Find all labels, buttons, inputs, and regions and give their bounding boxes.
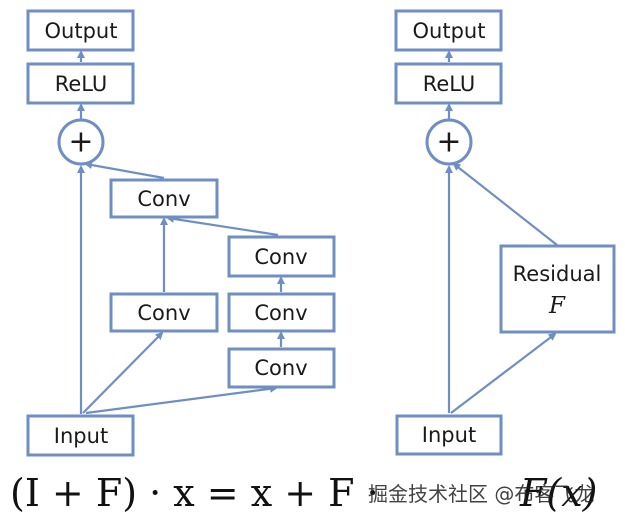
- formula: (I + F) · x = x + F · F(x) 掘金技术社区 @布客飞龙: [10, 471, 597, 515]
- node-conv-mid-left: Conv: [109, 292, 219, 333]
- node-input-label: Input: [54, 424, 108, 448]
- node-residual-label: Residual: [513, 262, 602, 286]
- node-relu-right-label: ReLU: [423, 72, 476, 96]
- node-relu-label: ReLU: [55, 72, 108, 96]
- node-output-right-label: Output: [413, 19, 486, 43]
- formula-right: F(x): [519, 471, 597, 515]
- node-input: Input: [26, 414, 135, 457]
- node-output-right: Output: [394, 9, 503, 52]
- node-add-right: +: [425, 118, 473, 166]
- right-diagram: Output ReLU + Residual F Input: [394, 9, 616, 456]
- node-conv-right-mid-label: Conv: [254, 301, 307, 325]
- node-conv-top: Conv: [109, 178, 219, 219]
- add-icon: +: [436, 125, 461, 160]
- edge-conv-top-to-add: [84, 161, 165, 180]
- watermark: 掘金技术社区 @布客飞龙: [368, 482, 594, 506]
- edge-residual-to-add: [452, 162, 558, 246]
- node-residual-symbol: F: [548, 293, 566, 319]
- node-conv-mid-left-label: Conv: [137, 301, 190, 325]
- node-add: +: [57, 118, 105, 166]
- node-input-right: Input: [395, 414, 503, 456]
- edge-input-to-residual: [450, 332, 557, 414]
- edge-input-to-conv-right-bottom: [85, 384, 278, 415]
- node-conv-right-top-label: Conv: [254, 245, 307, 269]
- node-relu: ReLU: [26, 62, 135, 105]
- node-conv-right-bottom-label: Conv: [254, 356, 307, 380]
- node-conv-right-bottom: Conv: [227, 347, 336, 389]
- node-conv-right-mid: Conv: [227, 292, 336, 333]
- node-input-right-label: Input: [422, 423, 476, 447]
- node-residual: Residual: [499, 244, 616, 334]
- left-diagram: Output ReLU + Conv Conv Conv Conv Conv: [26, 9, 336, 457]
- node-relu-right: ReLU: [394, 62, 503, 105]
- node-conv-top-label: Conv: [137, 187, 190, 211]
- formula-left: (I + F) · x = x + F ·: [10, 471, 379, 515]
- node-conv-right-top: Conv: [227, 235, 336, 278]
- add-icon: +: [68, 125, 93, 160]
- node-output-label: Output: [45, 19, 118, 43]
- edge-conv-right-top-to-conv-top: [166, 214, 279, 237]
- node-output: Output: [26, 9, 135, 52]
- edge-input-to-conv-mid: [82, 331, 164, 414]
